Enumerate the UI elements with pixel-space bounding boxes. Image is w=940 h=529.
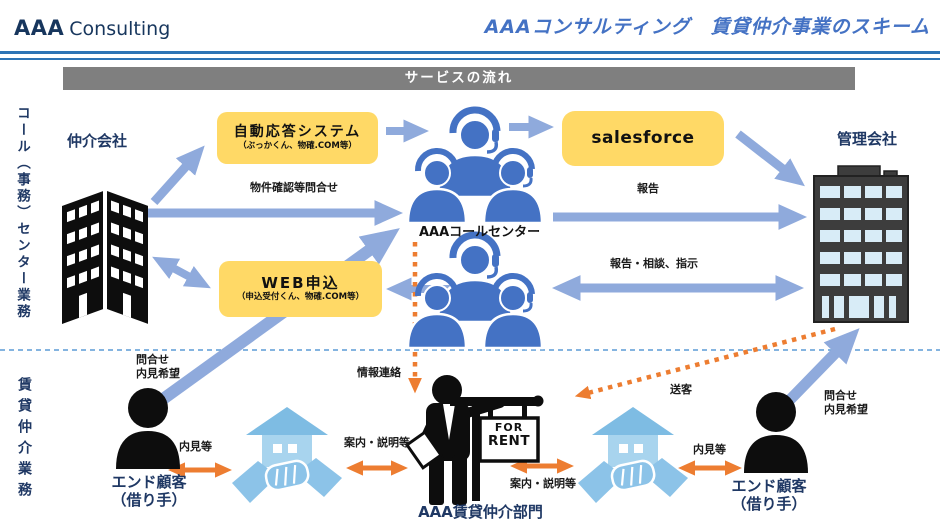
- web-apply-title: WEB申込: [261, 273, 340, 292]
- edge-send: 送客: [670, 383, 692, 396]
- for-rent-sign-icon: [450, 395, 544, 501]
- call-center-label: AAAコールセンター: [419, 225, 541, 240]
- web-apply-sub: （申込受付くん、物確.COM等）: [236, 292, 365, 303]
- side-label-callcenter: コール（事務）センター業務: [14, 106, 30, 321]
- broker-building-icon: [62, 188, 148, 324]
- edge-guide-left: 案内・説明等: [344, 436, 410, 449]
- manager-label: 管理会社: [837, 130, 898, 148]
- edge-ask-left: 問合せ 内見希望: [136, 353, 180, 382]
- page-title: AAAコンサルティング 賃貸仲介事業のスキーム: [484, 16, 930, 38]
- edge-ask-left-1: 問合せ: [136, 353, 169, 366]
- dept-label: AAA賃貸仲介部門: [418, 503, 543, 521]
- arrow-broker-to-auto: [150, 145, 205, 206]
- logo-bold: AAA: [14, 16, 65, 40]
- edge-ask-left-2: 内見希望: [136, 367, 180, 381]
- end-customer-right-label-2: （借り手）: [731, 495, 807, 513]
- end-customer-right-label-1: エンド顧客: [731, 477, 807, 495]
- salesforce-box: salesforce: [562, 111, 724, 166]
- auto-response-sub: （ぶっかくん、物確.COM等）: [238, 140, 357, 151]
- section-banner: サービスの流れ: [63, 67, 855, 90]
- handshake-house-left-icon: [230, 405, 344, 505]
- salesforce-title: salesforce: [591, 127, 695, 148]
- arrow-customer-to-manager: [777, 328, 860, 413]
- edge-info: 情報連絡: [357, 366, 401, 379]
- for-rent-text: FOR RENT: [481, 421, 537, 450]
- handshake-house-right-icon: [576, 405, 690, 505]
- side-label-brokerage: 賃貸仲介業務: [16, 377, 32, 503]
- header-rule-thin: [0, 58, 940, 60]
- web-apply-box: WEB申込 （申込受付くん、物確.COM等）: [219, 261, 382, 317]
- edge-ask-right-2: 内見希望: [824, 403, 868, 417]
- auto-response-title: 自動応答システム: [233, 124, 362, 141]
- auto-response-box: 自動応答システム （ぶっかくん、物確.COM等）: [217, 112, 378, 164]
- header-rule-thick: [0, 51, 940, 54]
- end-customer-left-label-2: （借り手）: [111, 491, 187, 509]
- for-rent-line2: RENT: [487, 433, 531, 450]
- for-rent-line1: FOR: [494, 421, 524, 434]
- end-customer-right-icon: [744, 392, 808, 473]
- edge-guide-right: 案内・説明等: [510, 477, 576, 490]
- end-customer-left-label-1: エンド顧客: [111, 473, 187, 491]
- arrow-broker-web: [152, 256, 211, 289]
- edge-viewing-left: 内見等: [179, 440, 212, 453]
- edge-ask-right: 問合せ 内見希望: [824, 389, 868, 418]
- edge-report: 報告: [637, 182, 659, 195]
- edge-ask-right-1: 問合せ: [824, 389, 857, 402]
- manager-building-icon: [813, 165, 909, 323]
- logo-rest: Consulting: [69, 18, 171, 40]
- broker-label: 仲介会社: [67, 132, 128, 150]
- arrow-send-dotted: [574, 326, 836, 400]
- arrow-sf-to-manager: [735, 130, 805, 187]
- edge-viewing-right: 内見等: [693, 443, 726, 456]
- edge-report-consult: 報告・相談、指示: [610, 257, 698, 270]
- call-center-group-bottom-icon: [408, 235, 542, 348]
- orange-arrows: [168, 242, 836, 478]
- edge-property-inquiry: 物件確認等問合せ: [250, 181, 338, 194]
